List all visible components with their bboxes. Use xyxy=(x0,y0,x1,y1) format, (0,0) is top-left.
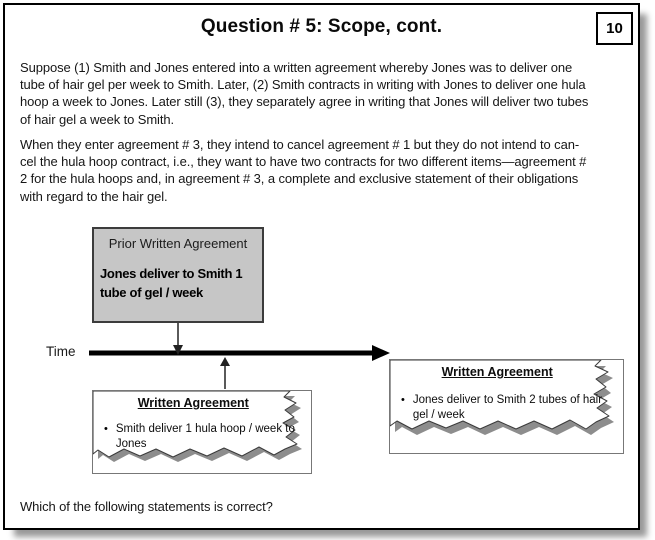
bullet-item: • Smith deliver 1 hula hoop / week to Jo… xyxy=(93,422,311,452)
paragraph-line: of hair gel a week to Smith. xyxy=(20,111,175,127)
bullet-item: • Jones deliver to Smith 2 tubes of hair… xyxy=(390,393,623,423)
bullet-icon: • xyxy=(401,394,405,406)
torn-paper-edge xyxy=(93,391,298,458)
paragraph-line: cel the hula hoop contract, i.e., they w… xyxy=(20,154,587,170)
time-label: Time xyxy=(46,344,76,359)
bullet-icon: • xyxy=(104,423,108,435)
written-agreement-2-box: Written Agreement • Smith deliver 1 hula… xyxy=(92,390,312,474)
written-agreement-3-bullet: Jones deliver to Smith 2 tubes of hair g… xyxy=(412,394,603,421)
written-agreement-3-title: Written Agreement xyxy=(441,365,553,379)
written-agreement-2-content: Written Agreement • Smith deliver 1 hula… xyxy=(93,396,311,452)
paragraph-line: tube of hair gel per week to Smith. Late… xyxy=(20,77,586,93)
timeline-arrowhead-icon xyxy=(372,345,390,361)
agreement2-arrowhead-icon xyxy=(220,357,230,366)
paragraph-line: with regard to the hair gel. xyxy=(20,188,168,204)
prior-box-title: Prior Written Agreement xyxy=(108,236,248,251)
paragraph-2: When they enter agreement # 3, they inte… xyxy=(20,136,586,205)
torn-paper-edge xyxy=(390,360,610,430)
paragraph-line: When they enter agreement # 3, they inte… xyxy=(20,137,580,152)
written-agreement-2-title: Written Agreement xyxy=(137,396,249,410)
paragraph-line: hoop a week to Jones. Later still (3), t… xyxy=(20,94,589,110)
paragraph-line: Suppose (1) Smith and Jones entered into… xyxy=(20,60,573,75)
prior-box-body-line: tube of gel / week xyxy=(100,285,203,300)
slide: Question # 5: Scope, cont. 10 Suppose (1… xyxy=(3,3,640,530)
paragraph-1: Suppose (1) Smith and Jones entered into… xyxy=(20,59,588,128)
written-agreement-3-box: Written Agreement • Jones deliver to Smi… xyxy=(389,359,624,454)
written-agreement-3-content: Written Agreement • Jones deliver to Smi… xyxy=(390,365,623,423)
page-number-box: 10 xyxy=(596,12,633,45)
paragraph-line: 2 for the hula hoops and, in agreement #… xyxy=(20,171,579,187)
written-agreement-2-bullet: Smith deliver 1 hula hoop / week to Jone… xyxy=(115,423,295,450)
page-number: 10 xyxy=(606,20,623,37)
slide-title: Question # 5: Scope, cont. xyxy=(200,16,443,37)
question-text: Which of the following statements is cor… xyxy=(20,499,273,514)
prior-box-body: Jones deliver to Smith 1 tube of gel / w… xyxy=(94,264,262,302)
torn-paper-graphic xyxy=(93,391,302,462)
agreement1-arrowhead-icon xyxy=(173,345,183,355)
prior-written-agreement-box: Prior Written Agreement Jones deliver to… xyxy=(92,227,264,323)
torn-paper-graphic xyxy=(390,360,614,435)
prior-box-body-line: Jones deliver to Smith 1 xyxy=(100,266,243,281)
